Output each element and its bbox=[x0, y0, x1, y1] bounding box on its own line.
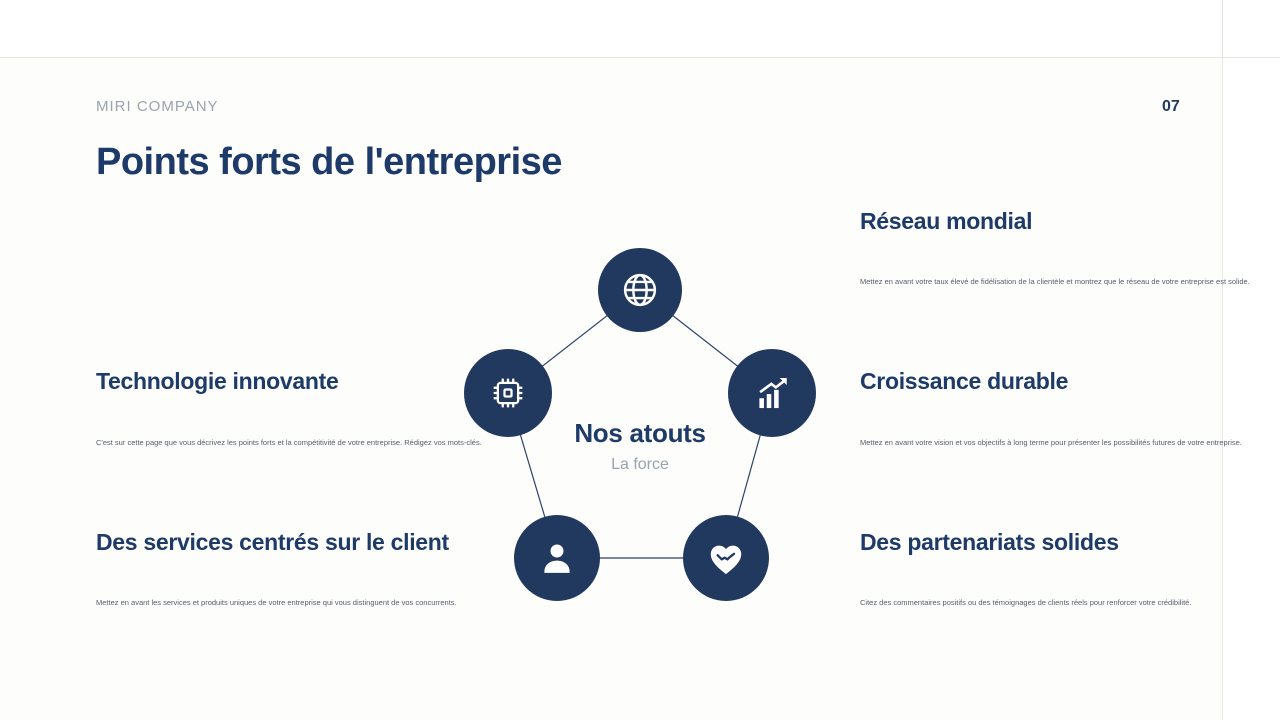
diagram-node-reseau bbox=[598, 248, 682, 332]
section-body-services: Mettez en avant les services et produits… bbox=[96, 598, 457, 607]
section-heading-services: Des services centrés sur le client bbox=[96, 529, 449, 555]
handshake-heart-icon bbox=[710, 545, 742, 575]
section-body-partenariats: Citez des commentaires positifs ou des t… bbox=[860, 598, 1192, 607]
canvas-top-margin bbox=[0, 0, 1280, 57]
growth-chart-icon bbox=[759, 377, 787, 409]
diagram-center-label: Nos atouts La force bbox=[540, 418, 740, 474]
page-title: Points forts de l'entreprise bbox=[96, 141, 562, 183]
globe-icon bbox=[623, 273, 657, 307]
section-body-reseau: Mettez en avant votre taux élevé de fidé… bbox=[860, 277, 1250, 286]
slide-right-edge bbox=[1222, 0, 1223, 720]
section-body-croissance: Mettez en avant votre vision et vos obje… bbox=[860, 438, 1242, 447]
brand-label: MIRI COMPANY bbox=[96, 98, 219, 115]
person-icon bbox=[544, 544, 570, 573]
diagram-center-subtitle: La force bbox=[611, 456, 669, 473]
canvas-right-margin bbox=[1223, 0, 1280, 720]
page-number: 07 bbox=[1162, 98, 1180, 115]
diagram-center-title: Nos atouts bbox=[574, 418, 706, 448]
diagram-node-services bbox=[514, 515, 600, 601]
section-heading-partenariats: Des partenariats solides bbox=[860, 529, 1119, 555]
section-body-technologie: C'est sur cette page que vous décrivez l… bbox=[96, 438, 482, 447]
diagram-node-croissance bbox=[728, 349, 816, 437]
section-heading-croissance: Croissance durable bbox=[860, 368, 1069, 394]
diagram-node-partenariats bbox=[683, 515, 769, 601]
section-heading-reseau: Réseau mondial bbox=[860, 208, 1033, 234]
chip-icon bbox=[493, 378, 523, 408]
diagram-node-technologie bbox=[464, 349, 552, 437]
section-heading-technologie: Technologie innovante bbox=[96, 368, 339, 394]
slide-top-edge bbox=[0, 57, 1280, 58]
